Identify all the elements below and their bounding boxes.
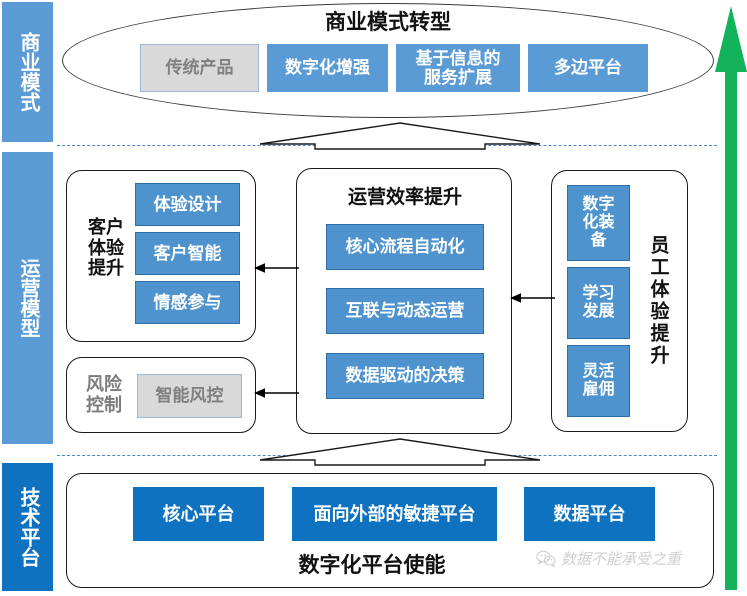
operations-efficiency-panel: 运营效率提升 核心流程自动化 互联与动态运营 数据驱动的决策 — [296, 168, 512, 434]
band-label-business-model: 商业模式 — [2, 2, 53, 142]
risk-control-panel: 风险 控制 智能风控 — [66, 357, 256, 433]
connector-arrow-up-operating-to-business — [259, 122, 541, 150]
oe-item-core-process-automation[interactable]: 核心流程自动化 — [326, 224, 484, 270]
upward-growth-arrow — [715, 6, 747, 590]
rc-item-0-label: 智能风控 — [155, 386, 224, 406]
employee-experience-panel: 员工体验提升 数字 化装 备 学习 发展 灵活 雇佣 — [551, 170, 688, 432]
ee-item-2-line1: 灵活 — [582, 363, 615, 381]
oe-item-connected-dynamic-ops[interactable]: 互联与动态运营 — [326, 288, 484, 334]
ee-item-flexible-employment[interactable]: 灵活 雇佣 — [567, 345, 630, 417]
business-model-title: 商业模式转型 — [325, 11, 451, 34]
ee-item-1-line1: 学习 — [582, 285, 615, 303]
band-label-business-model-text: 商业模式 — [17, 32, 39, 112]
ce-item-customer-intelligence[interactable]: 客户智能 — [135, 232, 240, 275]
band-label-operating-model: 运营模型 — [2, 152, 53, 444]
bm-item-2-label-line1: 基于信息的 — [415, 48, 501, 68]
oe-item-data-driven-decisions[interactable]: 数据驱动的决策 — [326, 353, 484, 399]
rc-title-line1: 风险 — [86, 374, 122, 394]
wechat-icon — [536, 550, 556, 568]
bm-item-traditional-product[interactable]: 传统产品 — [140, 44, 259, 92]
customer-experience-panel: 客户 体验 提升 体验设计 客户智能 情感参与 — [66, 170, 256, 342]
bm-item-multilateral-platform[interactable]: 多边平台 — [528, 44, 648, 92]
ee-item-0-line3: 备 — [590, 231, 607, 249]
tp-item-agile-external-platform[interactable]: 面向外部的敏捷平台 — [292, 487, 497, 541]
employee-experience-title: 员工体验提升 — [647, 235, 669, 367]
watermark-text: 数据不能承受之重 — [561, 550, 682, 568]
arrow-operations-to-customer — [254, 263, 299, 273]
ce-title-line1: 客户 — [88, 217, 124, 237]
tp-item-core-platform[interactable]: 核心平台 — [133, 487, 264, 541]
ee-item-learning-development[interactable]: 学习 发展 — [567, 267, 630, 339]
bm-item-information-services[interactable]: 基于信息的 服务扩展 — [396, 44, 520, 92]
ee-item-0-line1: 数字 — [582, 196, 615, 214]
oe-item-0-label: 核心流程自动化 — [345, 237, 465, 257]
oe-item-2-label: 数据驱动的决策 — [345, 366, 465, 386]
band-label-tech-platform-text: 技术平台 — [17, 487, 39, 567]
rc-title-line2: 控制 — [86, 394, 122, 415]
ce-item-1-label: 客户智能 — [153, 243, 222, 263]
ce-item-0-label: 体验设计 — [153, 194, 222, 214]
rc-item-intelligent-risk-control[interactable]: 智能风控 — [137, 374, 242, 418]
tp-item-0-label: 核心平台 — [162, 503, 235, 524]
tech-platform-title: 数字化平台使能 — [298, 554, 446, 577]
ce-item-2-label: 情感参与 — [153, 292, 222, 312]
tp-item-data-platform[interactable]: 数据平台 — [524, 487, 655, 541]
connector-arrow-up-tech-to-operating — [259, 438, 541, 466]
watermark: 数据不能承受之重 — [536, 548, 681, 569]
band-label-operating-model-text: 运营模型 — [17, 258, 39, 338]
ce-item-emotional-engagement[interactable]: 情感参与 — [135, 281, 240, 324]
bm-item-2-label-line2: 服务扩展 — [424, 68, 492, 87]
ce-item-experience-design[interactable]: 体验设计 — [135, 183, 240, 226]
operations-efficiency-title: 运营效率提升 — [347, 187, 462, 208]
tp-item-1-label: 面向外部的敏捷平台 — [313, 503, 476, 524]
ee-item-digital-equipment[interactable]: 数字 化装 备 — [567, 185, 630, 261]
bm-item-digital-enhancement[interactable]: 数字化增强 — [267, 44, 388, 92]
arrow-employee-to-operations — [510, 293, 555, 303]
tech-platform-panel: 核心平台 面向外部的敏捷平台 数据平台 数字化平台使能 — [66, 473, 714, 588]
ee-item-1-line2: 发展 — [582, 303, 615, 320]
oe-item-1-label: 互联与动态运营 — [345, 301, 465, 321]
bm-item-0-label: 传统产品 — [165, 58, 234, 78]
bm-item-1-label: 数字化增强 — [285, 58, 370, 78]
ce-title-line3: 提升 — [88, 258, 124, 279]
ee-item-0-line2: 化装 — [582, 214, 615, 232]
risk-control-title: 风险 控制 — [73, 374, 135, 415]
ee-item-2-line2: 雇佣 — [582, 381, 615, 398]
band-label-tech-platform: 技术平台 — [2, 463, 53, 591]
tp-item-2-label: 数据平台 — [553, 503, 626, 524]
arrow-operations-to-risk — [254, 388, 299, 398]
bm-item-3-label: 多边平台 — [554, 58, 622, 78]
customer-experience-title: 客户 体验 提升 — [75, 217, 137, 279]
ce-title-line2: 体验 — [88, 237, 124, 258]
